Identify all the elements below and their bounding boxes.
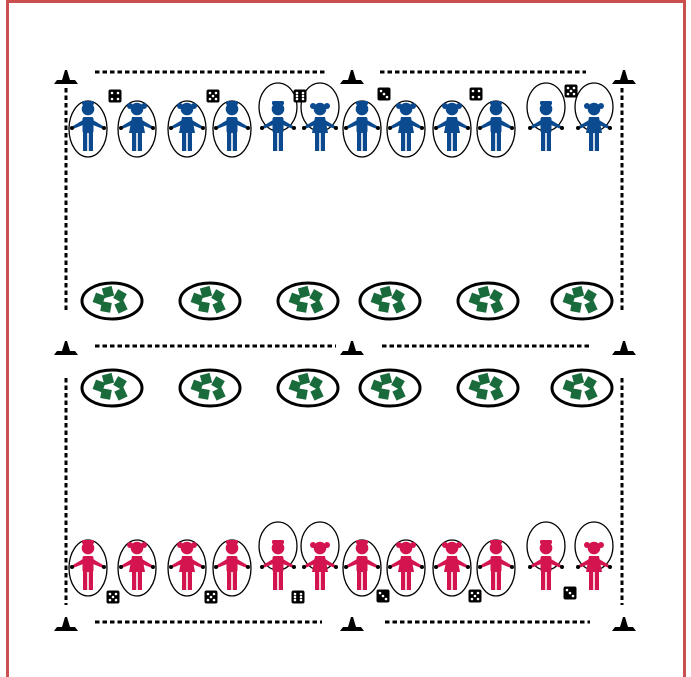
child-jumping-rope-icon: [477, 101, 515, 157]
cone-icon: [54, 341, 78, 355]
beanbag-icon: [212, 387, 225, 400]
boundary-lines: [66, 72, 622, 622]
die-icon: [205, 591, 218, 604]
child-jumping-rope-icon: [387, 101, 425, 157]
die-icon: [294, 90, 307, 103]
hoop-icon: [458, 283, 518, 319]
child-jumping-rope-icon: [118, 101, 156, 157]
cone-icon: [612, 341, 636, 355]
child-jumping-rope-icon: [575, 522, 613, 590]
die-icon: [292, 591, 305, 604]
hoop-icon: [180, 283, 240, 319]
frame-border: [8, 2, 685, 677]
die-icon: [469, 590, 482, 603]
hoop-icon: [552, 283, 612, 319]
beanbag-icon: [570, 301, 582, 313]
beanbag-icon: [310, 300, 323, 313]
hoop-icon: [180, 370, 240, 406]
beanbag-icon: [583, 289, 597, 303]
child-jumping-rope-icon: [387, 540, 425, 596]
hoop-icon: [278, 370, 338, 406]
child-jumping-rope-icon: [213, 540, 251, 596]
child-jumping-rope-icon: [69, 540, 107, 596]
child-jumping-rope-icon: [259, 522, 297, 590]
beanbag-icon: [584, 300, 597, 313]
beanbag-icon: [392, 300, 405, 313]
beanbag-icon: [309, 376, 323, 390]
die-icon: [207, 90, 220, 103]
child-jumping-rope-icon: [575, 83, 613, 151]
hoop-icon: [360, 283, 420, 319]
beanbag-icon: [296, 388, 308, 400]
child-jumping-rope-icon: [343, 101, 381, 157]
cone-icon: [340, 341, 364, 355]
child-jumping-rope-icon: [343, 540, 381, 596]
beanbag-icon: [113, 376, 127, 390]
cone-icon: [612, 617, 636, 631]
hoop-icon: [82, 370, 142, 406]
child-jumping-rope-icon: [259, 83, 297, 151]
beanbag-icon: [309, 289, 323, 303]
die-icon: [378, 88, 391, 101]
beanbag-icon: [489, 289, 503, 303]
bottom-team: [69, 522, 613, 604]
beanbag-icon: [392, 387, 405, 400]
child-jumping-rope-icon: [527, 522, 565, 590]
beanbag-icon: [198, 388, 210, 400]
beanbag-icon: [296, 301, 308, 313]
cone-icon: [54, 70, 78, 84]
die-icon: [470, 88, 483, 101]
beanbag-icon: [378, 388, 390, 400]
cone-icon: [612, 70, 636, 84]
child-jumping-rope-icon: [527, 83, 565, 151]
beanbag-icon: [584, 387, 597, 400]
beanbag-icon: [476, 301, 488, 313]
beanbag-icon: [310, 387, 323, 400]
cone-icon: [54, 617, 78, 631]
cone-icon: [340, 617, 364, 631]
beanbag-icon: [476, 388, 488, 400]
die-icon: [377, 590, 390, 603]
die-icon: [565, 85, 578, 98]
beanbag-icon: [391, 289, 405, 303]
beanbag-icon: [113, 289, 127, 303]
child-jumping-rope-icon: [301, 83, 339, 151]
hoop-icon: [458, 370, 518, 406]
child-jumping-rope-icon: [433, 540, 471, 596]
beanbag-icon: [198, 301, 210, 313]
top-team: [69, 83, 613, 157]
beanbag-icon: [100, 388, 112, 400]
child-jumping-rope-icon: [477, 540, 515, 596]
beanbag-icon: [391, 376, 405, 390]
beanbag-icon: [212, 300, 225, 313]
beanbag-icon: [490, 300, 503, 313]
child-jumping-rope-icon: [213, 101, 251, 157]
hoop-icon: [82, 283, 142, 319]
hoop-icon: [278, 283, 338, 319]
child-jumping-rope-icon: [433, 101, 471, 157]
beanbag-icon: [114, 387, 127, 400]
beanbag-icon: [100, 301, 112, 313]
beanbag-icon: [211, 289, 225, 303]
beanbag-icon: [583, 376, 597, 390]
child-jumping-rope-icon: [168, 540, 206, 596]
child-jumping-rope-icon: [168, 101, 206, 157]
beanbag-icon: [490, 387, 503, 400]
child-jumping-rope-icon: [69, 101, 107, 157]
beanbag-icon: [489, 376, 503, 390]
hoop-icon: [552, 370, 612, 406]
beanbag-icon: [114, 300, 127, 313]
hoop-icon: [360, 370, 420, 406]
child-jumping-rope-icon: [301, 522, 339, 590]
cone-icon: [340, 70, 364, 84]
die-icon: [109, 90, 122, 103]
beanbag-icon: [211, 376, 225, 390]
die-icon: [564, 587, 577, 600]
child-jumping-rope-icon: [118, 540, 156, 596]
beanbag-icon: [570, 388, 582, 400]
beanbag-icon: [378, 301, 390, 313]
die-icon: [107, 591, 120, 604]
